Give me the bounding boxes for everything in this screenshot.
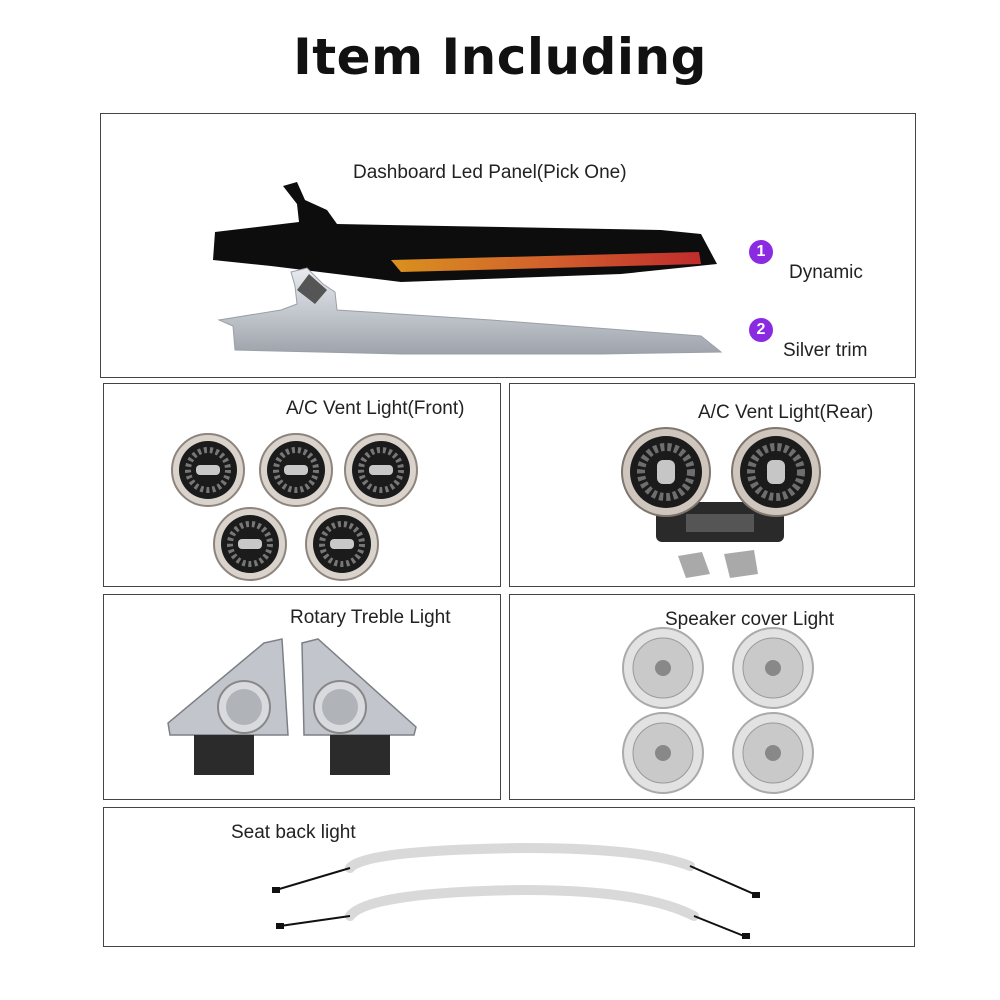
dashboard-panel-heading: Dashboard Led Panel(Pick One)	[353, 162, 627, 183]
seat-section: Seat back light	[103, 807, 915, 947]
vent-icon	[305, 507, 379, 581]
option-1-label: Dynamic	[789, 262, 863, 283]
speaker-images	[622, 627, 814, 794]
treble-images	[167, 638, 417, 775]
silver-panel-image	[217, 267, 723, 355]
dynamic-panel-image	[213, 182, 717, 282]
vent-icon	[213, 507, 287, 581]
dashboard-panel-section: Dashboard Led Panel(Pick One) 1 Dynamic …	[100, 113, 916, 378]
vent-icon	[171, 433, 245, 507]
treble-left-icon	[167, 638, 289, 775]
treble-section: Rotary Treble Light	[103, 594, 501, 800]
vent-front-label: A/C Vent Light(Front)	[286, 398, 465, 419]
speaker-section: Speaker cover Light	[509, 594, 915, 800]
vent-rear-label: A/C Vent Light(Rear)	[698, 402, 874, 423]
speaker-icon	[732, 627, 814, 709]
treble-label: Rotary Treble Light	[290, 607, 451, 628]
page-title: Item Including	[293, 28, 707, 86]
rear-vent-left-icon	[621, 427, 711, 517]
seat-light-images	[272, 842, 760, 939]
treble-right-icon	[301, 638, 417, 775]
option-1-badge: 1	[749, 240, 773, 264]
speaker-icon	[622, 712, 704, 794]
speaker-label: Speaker cover Light	[665, 609, 834, 630]
seat-label: Seat back light	[231, 822, 356, 843]
seat-strip-1	[272, 842, 760, 898]
option-2-badge: 2	[749, 318, 773, 342]
vent-icon	[344, 433, 418, 507]
speaker-icon	[622, 627, 704, 709]
vent-front-section: A/C Vent Light(Front)	[103, 383, 501, 587]
vent-rear-section: A/C Vent Light(Rear)	[509, 383, 915, 587]
dashboard-panel-images	[213, 182, 723, 355]
speaker-icon	[732, 712, 814, 794]
vent-front-images	[171, 433, 418, 581]
option-2-label: Silver trim	[783, 340, 868, 361]
seat-strip-2	[276, 884, 750, 939]
vent-rear-image	[621, 427, 821, 578]
rear-vent-right-icon	[731, 427, 821, 517]
vent-icon	[259, 433, 333, 507]
